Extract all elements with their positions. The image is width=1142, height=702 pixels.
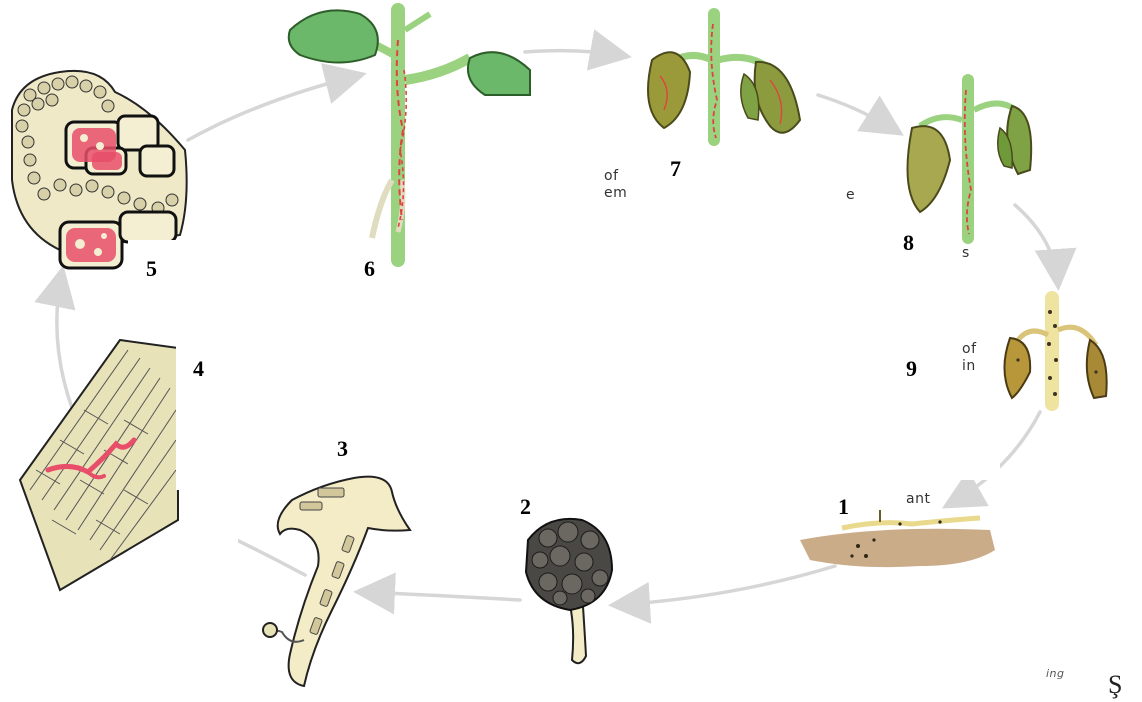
stage-number-3: 3 [337, 438, 348, 460]
stage-number-8: 8 [903, 232, 914, 254]
stage-number-5: 5 [146, 258, 157, 280]
stage-number-4: 4 [193, 358, 204, 380]
stage-7-wilting-plant [648, 14, 800, 140]
stage-6-young-plant [289, 10, 530, 260]
stage-3-infected-root [263, 477, 410, 686]
label-patch-9 [910, 400, 1000, 480]
arrow-6-to-7 [525, 51, 625, 56]
text-fragment-9a: of [962, 342, 977, 356]
arrow-8-to-9 [1015, 205, 1058, 284]
arrow-4-to-5 [57, 272, 72, 408]
text-fragment-8: s [962, 246, 970, 260]
stage-number-7: 7 [670, 158, 681, 180]
stage-number-9: 9 [906, 358, 917, 380]
text-fragment-bottom-right: ing [1046, 668, 1065, 679]
text-fragment-7c: e [846, 188, 855, 202]
arrow-2-to-3 [360, 592, 520, 600]
arrow-1-to-2 [615, 566, 835, 605]
corner-mark: Ş [1108, 670, 1122, 700]
text-fragment-7a: of [604, 169, 619, 183]
stage-number-6: 6 [364, 258, 375, 280]
text-fragment-1: ant [906, 492, 930, 506]
stage-1-soil-debris [800, 510, 995, 567]
stage-number-1: 1 [838, 496, 849, 518]
arrow-7-to-8 [818, 95, 898, 132]
stage-number-2: 2 [520, 496, 531, 518]
text-fragment-7b: em [604, 186, 627, 200]
stage-2-sclerotium [526, 519, 612, 663]
label-patch-4 [176, 330, 236, 490]
arrow-5-to-6 [188, 75, 360, 140]
stage-9-dead-plant [1004, 298, 1106, 404]
stage-8-wilted-plant [908, 80, 1032, 238]
stage-5-infected-tissue [12, 71, 187, 268]
text-fragment-9b: in [962, 359, 976, 373]
label-patch-6 [437, 240, 632, 315]
